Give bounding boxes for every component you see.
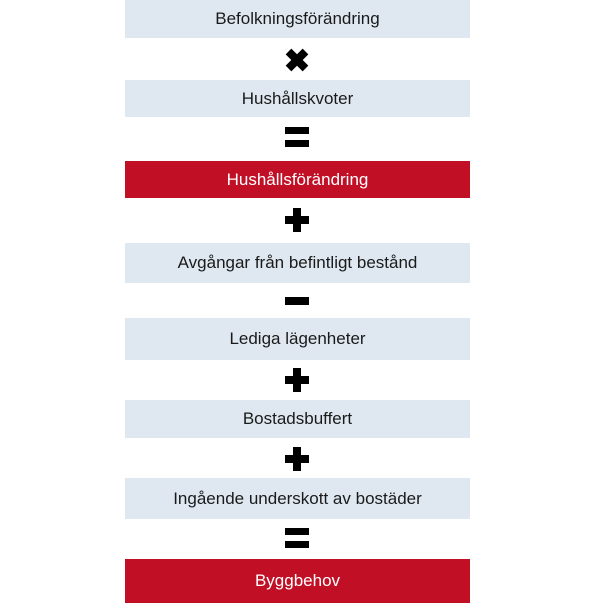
equals-icon (276, 521, 318, 557)
step-avgangar-fran-befintligt-bestand: Avgångar från befintligt bestånd (125, 243, 470, 283)
step-ingaende-underskott-av-bostader: Ingående underskott av bostäder (125, 478, 470, 519)
multiply-icon (276, 42, 318, 78)
step-hushallsforandring: Hushållsförändring (125, 161, 470, 198)
plus-icon (276, 202, 318, 238)
plus-icon (276, 441, 318, 477)
step-byggbehov: Byggbehov (125, 559, 470, 603)
step-befolkningsforandring: Befolkningsförändring (125, 0, 470, 38)
plus-icon (276, 362, 318, 398)
step-bostadsbuffert: Bostadsbuffert (125, 400, 470, 438)
step-hushallskvoter: Hushållskvoter (125, 80, 470, 117)
step-lediga-lagenheter: Lediga lägenheter (125, 318, 470, 360)
equals-icon (276, 120, 318, 156)
minus-icon (276, 283, 318, 319)
